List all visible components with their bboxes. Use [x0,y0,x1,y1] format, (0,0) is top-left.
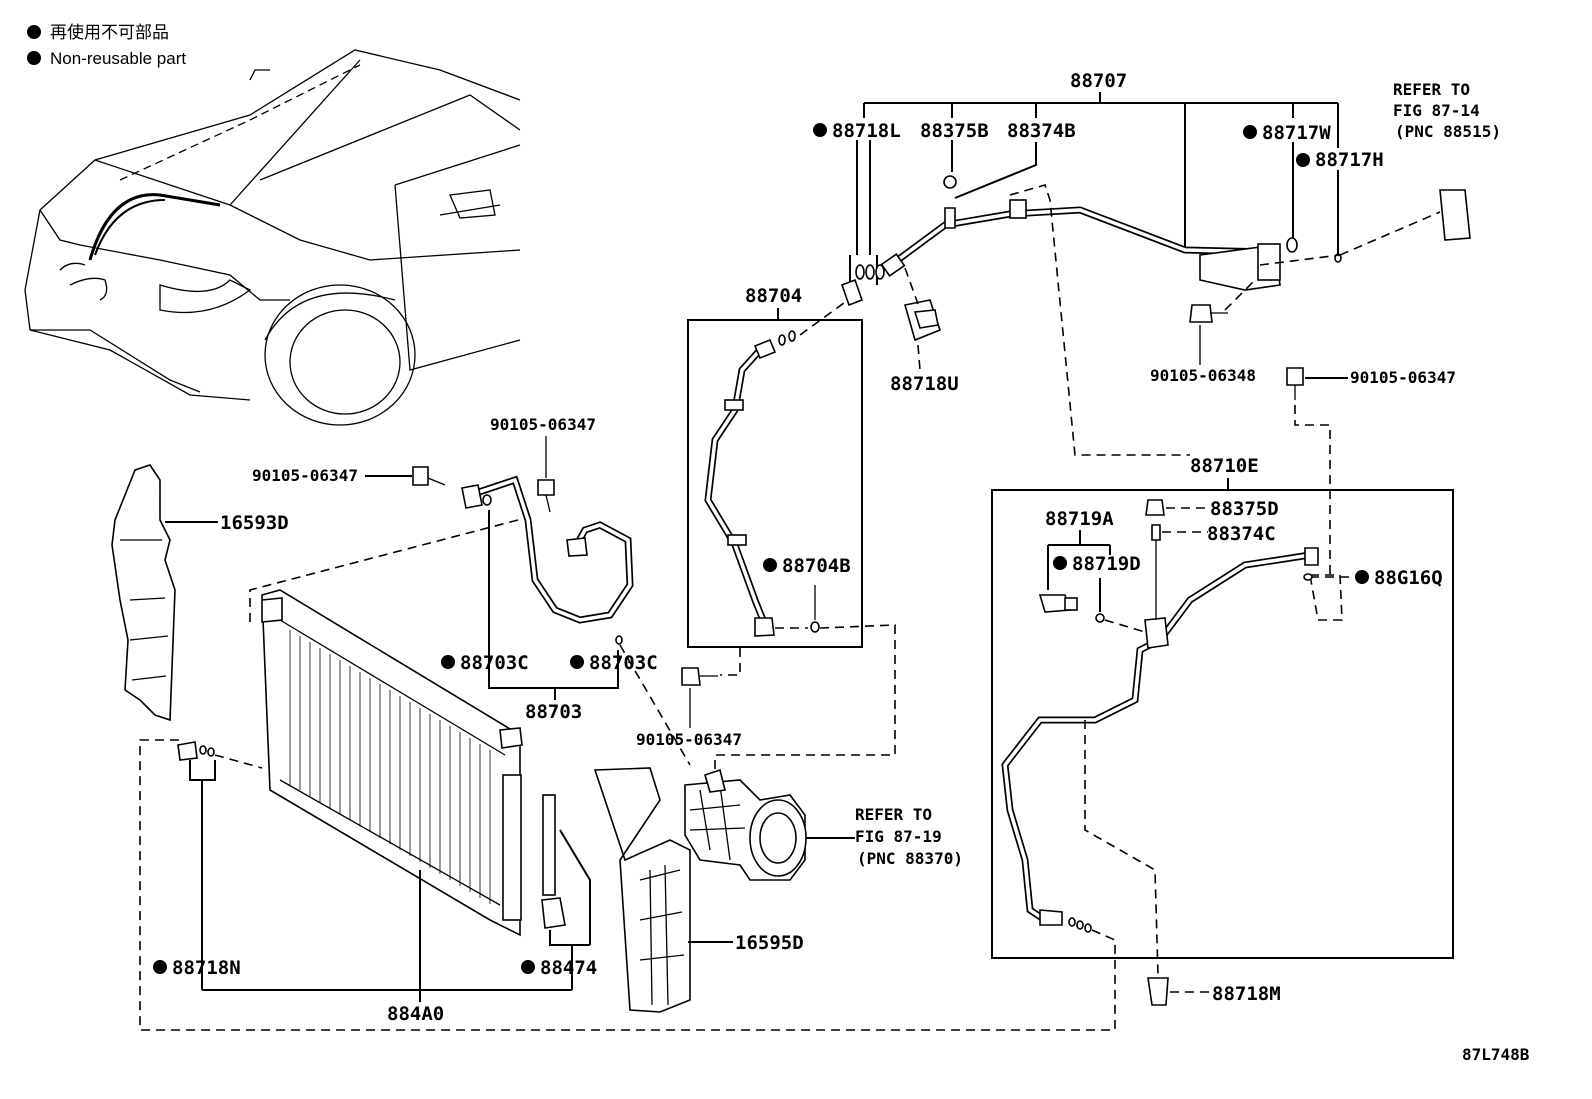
compressor [684,768,807,881]
part-label-90105-06347-left: 90105-06347 [252,466,358,485]
part-label-88703: 88703 [525,701,582,723]
part-label-88710E: 88710E [1190,455,1259,477]
hose-88704 [704,330,820,637]
part-label-88718N: 88718N [172,957,241,979]
refer-note-line3: (PNC 88515) [1395,122,1501,141]
part-label-88718L: 88718L [832,120,901,142]
part-label-88703C-b: 88703C [589,652,658,674]
non-reusable-marker-icon [441,655,455,669]
non-reusable-marker-icon [27,25,41,39]
part-label-16595D: 16595D [735,932,804,954]
valve-core-88374C [1151,524,1161,541]
legend: 再使用不可部品 Non-reusable part [27,22,186,68]
condenser-884A0 [261,589,523,937]
clamp-88718U [903,299,941,342]
part-label-88G16Q: 88G16Q [1374,567,1443,589]
part-label-88704: 88704 [745,285,802,307]
non-reusable-marker-icon [763,558,777,572]
part-label-88717W: 88717W [1262,122,1331,144]
refer-note-line1: REFER TO [1393,80,1470,99]
desiccant-88474 [541,794,566,929]
o-rings-88718L [840,264,885,307]
part-label-90105-06347-center: 90105-06347 [636,730,742,749]
non-reusable-marker-icon [153,960,167,974]
expansion-valve-block [1439,189,1471,241]
bolt-90105-06347-top [1286,367,1304,400]
group-box-88710E [991,489,1454,959]
part-label-88374B: 88374B [1007,120,1076,142]
part-label-88704B: 88704B [782,555,851,577]
non-reusable-marker-icon [813,123,827,137]
tree-88707: 88707 [863,70,1339,250]
o-ring-88719D [1095,613,1105,623]
refer-note-line2: FIG 87-19 [855,827,942,846]
part-label-884A0: 884A0 [387,1003,444,1025]
group-box-88704 [687,319,863,648]
refer-note-line3: (PNC 88370) [857,849,963,868]
refer-note-line1: REFER TO [855,805,932,824]
reference-note-fig-87-19: REFER TO FIG 87-19 (PNC 88370) [855,805,963,868]
liquid-pipe-88710E [1001,547,1319,933]
o-rings-88718N [177,741,215,761]
part-label-88375B: 88375B [920,120,989,142]
part-label-88718U: 88718U [890,373,959,395]
refer-note-line2: FIG 87-14 [1393,101,1480,120]
part-label-90105-06348: 90105-06348 [1150,366,1256,385]
non-reusable-marker-icon [1355,570,1369,584]
clamp-88718M [1147,977,1169,1006]
part-label-90105-06347-upper: 90105-06347 [490,415,596,434]
non-reusable-marker-icon [1243,125,1257,139]
part-label-16593D: 16593D [220,512,289,534]
part-label-88719A: 88719A [1045,508,1114,530]
bolt-90105-06348 [1189,304,1228,323]
o-ring-88717W [1286,237,1298,253]
part-label-88719D: 88719D [1072,553,1141,575]
bolt-90105-06347-center [681,667,718,686]
cap-88375D [1145,499,1165,516]
bolt-90105-06347-left [412,466,446,486]
non-reusable-marker-icon [521,960,535,974]
non-reusable-marker-icon [1296,153,1310,167]
part-label-88375D: 88375D [1210,498,1279,520]
vehicle-front-illustration [24,49,521,426]
part-label-88717H: 88717H [1315,149,1384,171]
part-label-88718M: 88718M [1212,983,1281,1005]
part-label-90105-06347-top: 90105-06347 [1350,368,1456,387]
legend-english: Non-reusable part [50,49,186,68]
pressure-switch-88719A [1038,594,1078,613]
part-label-88703C-a: 88703C [460,652,529,674]
bolt-90105-06347-upper [537,479,555,513]
diagram-id: 87L748B [1462,1045,1530,1064]
legend-japanese: 再使用不可部品 [50,22,169,42]
reference-note-fig-87-14: REFER TO FIG 87-14 (PNC 88515) [1393,80,1501,141]
non-reusable-marker-icon [570,655,584,669]
part-label-88374C: 88374C [1207,523,1276,545]
seal-16593D [111,464,176,722]
non-reusable-marker-icon [27,51,41,65]
seal-16595D [593,767,691,1013]
o-ring-88G16Q [1303,573,1313,581]
suction-pipe-88707 [880,175,1281,291]
part-label-88707: 88707 [1070,70,1127,92]
discharge-hose-88703 [461,475,634,645]
part-label-88474: 88474 [540,957,597,979]
non-reusable-marker-icon [1053,556,1067,570]
